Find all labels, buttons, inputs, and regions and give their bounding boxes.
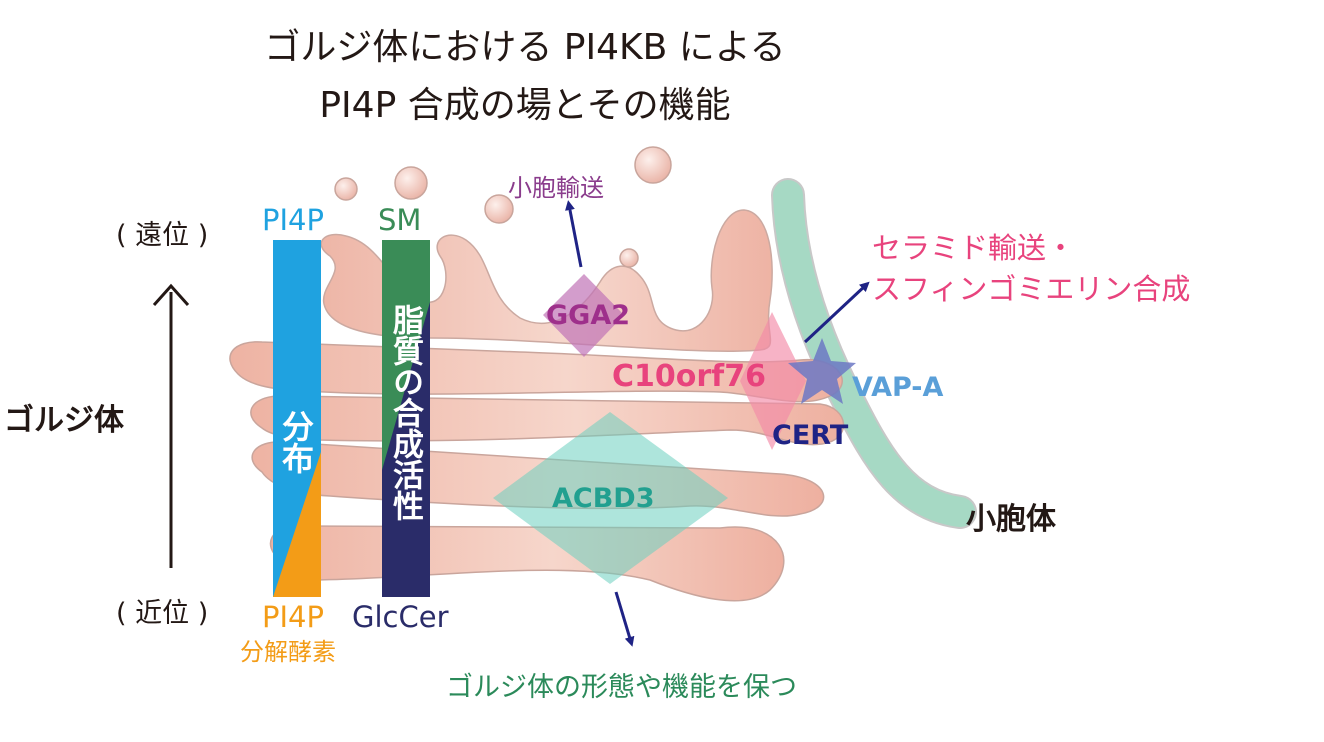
golgi-side-label: ゴルジ体 [4,403,124,438]
er-tube-fill [773,180,975,527]
vesicle [619,248,639,268]
ceramide-transport-label: セラミド輸送・ [872,231,1076,265]
distribution-vertical-label: 分布 [277,410,315,474]
title-line-1: ゴルジ体における PI4KB による [264,27,786,68]
vesicle [484,194,514,224]
cisterna-cis [269,525,785,602]
er-label: 小胞体 [966,502,1056,537]
golgi-function-arrow [614,591,635,647]
c10orf76-diamond [740,312,806,450]
distal-label: ( 遠位 ) [116,220,209,251]
pi4p-top-label: PI4P [262,203,324,237]
pi4p-distribution-bar [273,240,321,597]
cisterna-trans [320,209,773,352]
axis-arrow-head [152,283,190,307]
phosphatase-label: 分解酵素 [240,638,336,666]
ceramide-transport-arrow [803,281,870,344]
sm-label: SM [378,203,422,237]
vesicle-transport-arrow [565,200,583,268]
cert-label: CERT [772,420,849,451]
vesicle [634,146,672,184]
vap-a-label: VAP-A [852,372,944,403]
golgi-function-label: ゴルジ体の形態や機能を保つ [446,672,797,703]
gga2-label: GGA2 [546,300,631,331]
lipid-activity-vertical-label: 脂質の合成活性 [387,304,423,521]
title-line-2: PI4P 合成の場とその機能 [319,85,731,126]
vesicle-transport-label: 小胞輸送 [508,174,604,202]
vesicle [394,166,428,200]
vap-a-star [788,338,856,404]
sphingomyelin-synthesis-label: スフィンゴミエリン合成 [872,272,1191,306]
vesicle [334,177,358,201]
c10orf76-label: C10orf76 [612,359,766,394]
acbd3-diamond [493,412,728,584]
pi4p-bottom-label: PI4P [262,600,324,634]
glccer-label: GlcCer [352,600,449,634]
lipid-synthesis-bar [382,240,430,597]
proximal-label: ( 近位 ) [116,598,209,629]
gga2-diamond [543,274,624,357]
acbd3-label: ACBD3 [552,483,655,514]
